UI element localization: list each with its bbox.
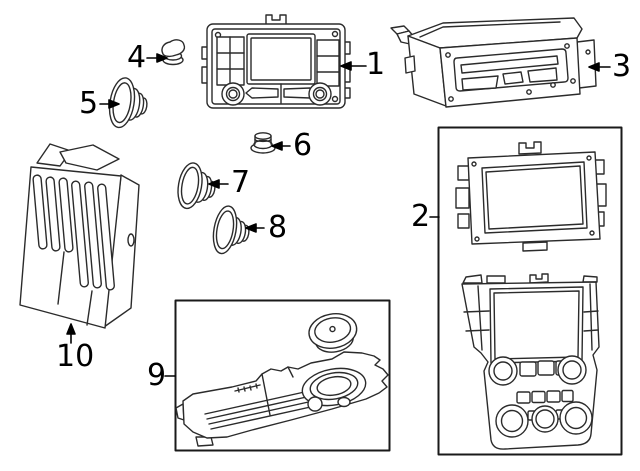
callout-label-2: 2 [411, 199, 431, 234]
callout-arrow-1 [340, 61, 367, 71]
clip-icon [161, 39, 186, 66]
callout-arrow-3 [588, 62, 611, 72]
touchscreen-head-unit-icon [461, 273, 600, 450]
callout-label-8: 8 [268, 210, 288, 245]
callout-label-1: 1 [366, 47, 386, 82]
callout-arrow-8 [245, 223, 265, 233]
callout-label-9: 9 [147, 358, 167, 393]
speaker-mid-icon [177, 162, 216, 210]
amplifier-icon [19, 143, 140, 329]
callout-arrow-4 [146, 53, 168, 63]
callout-arrow-7 [208, 179, 229, 189]
callout-arrow-10 [66, 323, 76, 344]
callout-arrow-5 [99, 99, 120, 109]
subwoofer-bracket-icon [175, 351, 389, 447]
round-speaker-icon [308, 313, 358, 353]
callout-label-6: 6 [293, 128, 313, 163]
grommet-icon [250, 132, 276, 154]
callout-label-5: 5 [79, 86, 99, 121]
callout-arrow-6 [271, 141, 291, 151]
callout-label-4: 4 [127, 40, 147, 75]
callout-label-10: 10 [56, 339, 95, 374]
display-screen-icon [455, 141, 607, 252]
speaker-front-icon [108, 77, 148, 129]
callout-arrows [66, 53, 611, 377]
speaker-rear-icon [212, 205, 250, 255]
radio-head-unit-icon [201, 14, 351, 109]
callout-label-3: 3 [612, 49, 632, 84]
media-drive-icon [390, 17, 597, 108]
callout-label-7: 7 [231, 165, 251, 200]
